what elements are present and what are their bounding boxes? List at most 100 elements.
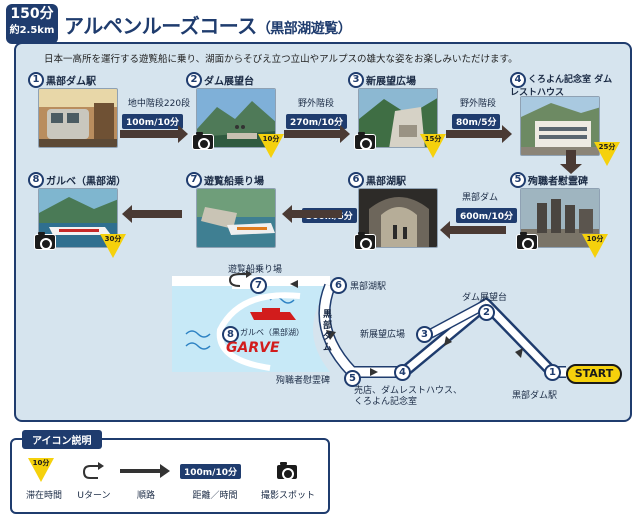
route-arrow-icon: [446, 125, 512, 143]
stay-time-icon: 10分: [582, 234, 608, 258]
stop-3-photo: [358, 88, 438, 148]
distance-text: 約2.5km: [9, 25, 55, 36]
route-arrow-mark: [444, 336, 452, 346]
leg-3-dist: 80m/5分: [452, 114, 501, 129]
leg-2-note: 野外階段: [297, 99, 334, 109]
stop-3-number: 3: [348, 72, 364, 88]
map-num-3: 3: [416, 326, 433, 343]
legend-stay: 10分: [14, 456, 74, 486]
stay-time-icon: 10分: [28, 458, 54, 482]
stop-1-name: 黒部ダム駅: [46, 76, 96, 88]
stop-3-name: 新展望広場: [366, 76, 416, 88]
stop-4-photo: [520, 96, 600, 156]
boat-icon: [250, 308, 296, 320]
wave-mark: [185, 342, 211, 350]
legend-distance: 100m/10分: [176, 456, 256, 486]
legend-uturn: [64, 456, 124, 486]
legend-caption-stay: 滞在時間: [25, 491, 62, 501]
stop-7-name: 遊覧船乗り場: [204, 176, 264, 188]
legend-stay-label: 10分: [32, 459, 50, 467]
stop-6-name: 黒部湖駅: [366, 176, 406, 188]
map-label-4: 売店、ダムレストハウス、くろよん記念室: [354, 386, 463, 407]
route-arrow-mark: [290, 280, 298, 288]
route-arrow-mark: [515, 348, 523, 358]
lake-shape: [172, 286, 330, 372]
map-label-6: 黒部湖駅: [350, 282, 387, 292]
course-title-sub: （黒部湖遊覧）: [256, 21, 352, 37]
map-num-8: 8: [222, 326, 239, 343]
stop-1-photo: [38, 88, 118, 148]
stop-2-photo: [196, 88, 276, 148]
course-title-main: アルペンルーズコース: [64, 14, 257, 38]
route-arrow-icon: [560, 150, 582, 174]
garve-logo: GARVE: [226, 340, 280, 356]
camera-icon: [192, 132, 214, 150]
route-arrow-mark: [326, 330, 336, 340]
stay-time-icon: 25分: [594, 142, 620, 166]
stop-7-number: 7: [186, 172, 202, 188]
course-description: 日本一高所を運行する遊覧船に乗り、湖面からそびえ立つ立山やアルプスの雄大な姿をお…: [44, 54, 518, 65]
stop-3-stay: 15分: [424, 135, 442, 143]
stay-time-icon: 10分: [258, 134, 284, 158]
legend-caption-photo: 撮影スポット: [260, 491, 315, 501]
camera-icon: [34, 232, 56, 250]
map-num-4: 4: [394, 364, 411, 381]
leg-1-note: 地中階段220段: [127, 99, 191, 109]
leg-4-dist: 600m/10分: [456, 208, 517, 223]
map-label-dam: 黒部ダム: [323, 310, 333, 353]
legend-title: アイコン説明: [22, 430, 102, 449]
stop-5-stay: 10分: [586, 235, 604, 243]
u-turn-icon: [228, 273, 246, 287]
map-num-7: 7: [250, 277, 267, 294]
stop-8-number: 8: [28, 172, 44, 188]
map-num-5: 5: [344, 370, 361, 387]
map-num-1: 1: [544, 364, 561, 381]
map-num-6: 6: [330, 277, 347, 294]
duration-text: 150分: [10, 6, 54, 22]
route-arrow-mark: [370, 368, 378, 376]
legend-photo: [258, 456, 318, 486]
stop-8-stay: 30分: [104, 235, 122, 243]
leg-2-dist: 270m/10分: [286, 114, 347, 129]
course-title: アルペンルーズコース（黒部湖遊覧）: [64, 10, 352, 39]
map-num-2: 2: [478, 304, 495, 321]
map-label-7: 遊覧船乗り場: [228, 265, 283, 275]
camera-icon: [354, 232, 376, 250]
stop-5-name: 殉職者慰霊碑: [528, 176, 588, 188]
map-label-8: ガルベ（黒部湖）: [240, 328, 304, 337]
map-label-5: 殉職者慰霊碑: [276, 376, 331, 386]
start-badge: START: [566, 364, 622, 384]
legend-caption-distance: 距離／時間: [192, 491, 238, 501]
route-arrow-icon: [284, 125, 350, 143]
stop-5-number: 5: [510, 172, 526, 188]
legend-dist-label: 100m/10分: [180, 464, 241, 479]
route-arrow-icon: [122, 205, 182, 223]
legend-caption-uturn: Uターン: [77, 491, 111, 501]
camera-icon: [276, 462, 298, 480]
route-arrow-icon: [120, 464, 170, 478]
camera-icon: [354, 132, 376, 150]
camera-icon: [516, 232, 538, 250]
stop-8-name: ガルベ（黒部湖）: [46, 176, 126, 188]
stay-time-icon: 30分: [100, 234, 126, 258]
legend-route: [116, 456, 176, 486]
leg-3-note: 野外階段: [459, 99, 496, 109]
stop-2-number: 2: [186, 72, 202, 88]
stop-4-stay: 25分: [598, 143, 616, 151]
stop-1-number: 1: [28, 72, 44, 88]
route-arrow-icon: [120, 125, 188, 143]
